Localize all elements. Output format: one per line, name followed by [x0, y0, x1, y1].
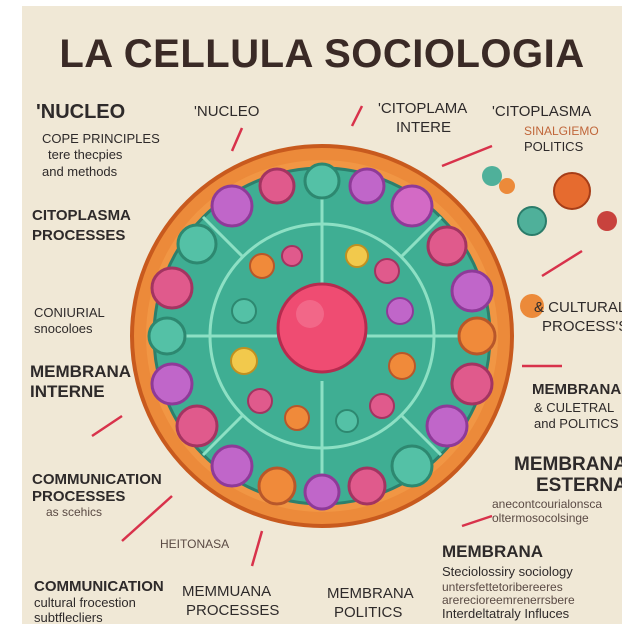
nucleo-left-label: 'NUCLEO [36, 101, 126, 123]
citoplasma-politics-label: POLITICS [524, 139, 584, 154]
membrana-right-politics: and POLITICS [534, 416, 619, 431]
citoplasma-right-label: 'CITOPLASMA [492, 103, 592, 120]
membrana-interne-label-2: INTERNE [30, 382, 105, 401]
citoplama-interne-label: INTERE [396, 119, 452, 136]
core-methods-text: and methods [42, 164, 118, 179]
membrana-bottom-right-line-1: Steciolossiry sociology [442, 564, 573, 579]
membrana-right-label: MEMBRANA [532, 381, 622, 398]
nucleus [276, 282, 368, 374]
organelles-outer [147, 162, 497, 511]
communication-label: COMMUNICATION [32, 471, 162, 488]
cell-illustration [91, 105, 617, 567]
communication-processes-label: PROCESSES [32, 488, 126, 505]
cultural-label: & CULTURAL [534, 299, 622, 316]
memmuana-label: MEMMUANA [182, 583, 272, 600]
core-principles-text: COPE PRINCIPLES [42, 131, 160, 146]
membrana-esterna-label-2: ESTERNA [536, 475, 622, 496]
organelles-inner [230, 244, 416, 433]
membrana-bottom-right-title: MEMBRANA [442, 542, 544, 561]
membrana-politics-label-2: POLITICS [334, 604, 403, 621]
arrows [91, 105, 583, 567]
membrana-politics-label-1: MEMBRANA [327, 585, 414, 602]
membrana-esterna-label-1: MEMBRANA [514, 454, 622, 475]
nucleo-top-label: 'NUCLEO [194, 103, 260, 120]
membrana-interne-label-1: MEMBRANA [30, 362, 132, 381]
virus-illustrations [482, 166, 617, 236]
communication-subtext: as scehics [46, 505, 103, 519]
core-theories-text: tere thecpies [48, 147, 123, 162]
cultural-processes-label: PROCESS'S [542, 318, 622, 335]
communication-bottom-sub-1: cultural frocestion [34, 595, 136, 610]
membrana-esterna-sub-2: oltermosocolsinge [492, 511, 589, 525]
page-title: LA CELLULA SOCIOLOGIA [59, 32, 585, 76]
communication-bottom-label: COMMUNICATION [34, 578, 164, 595]
citoplasma-right-sub: SINALGIEMO [524, 124, 599, 138]
memmuana-processes-label: PROCESSES [186, 602, 280, 619]
citoplasma-left-label: CITOPLASMA [32, 207, 131, 224]
membrana-bottom-right-line-3: arerecioreemrenerrsbere [442, 593, 575, 607]
heitonasa-label: HEITONASA [160, 537, 230, 551]
membrana-bottom-right-line-2: untersfettetoribereeres [442, 580, 563, 594]
communication-bottom-sub-2: subtflecliers [34, 610, 103, 624]
snocoloes-text: snocoloes [34, 321, 93, 336]
processes-left-label: PROCESSES [32, 227, 126, 244]
membrana-right-cultural: & CULETRAL [534, 400, 615, 415]
citoplama-top-label: 'CITOPLAMA [378, 100, 468, 117]
membrana-esterna-sub-1: anecontcourialonsca [492, 497, 603, 511]
poster: LA CELLULA SOCIOLOGIA 'NUCLEO COPE PRINC… [22, 6, 622, 624]
conumrial-text: CONIURIAL [34, 305, 105, 320]
membrana-bottom-right-line-4: Interdeltatraly Influces [442, 606, 570, 621]
